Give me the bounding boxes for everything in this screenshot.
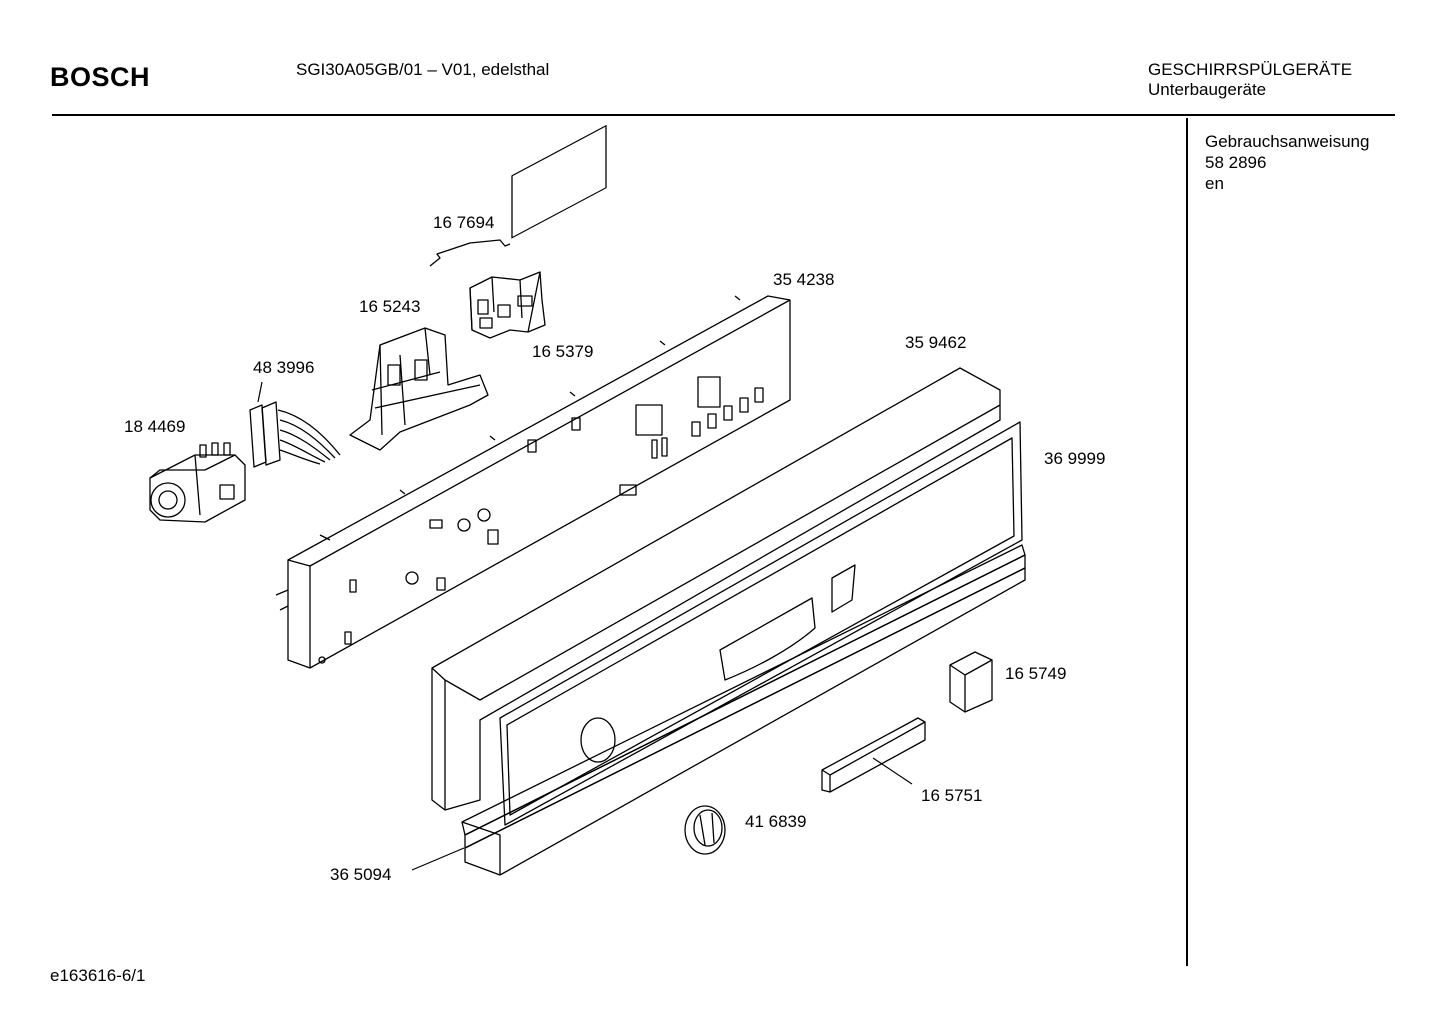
part-gasket[interactable] xyxy=(461,544,1026,876)
part-button-cap[interactable] xyxy=(949,651,993,713)
part-label: 36 9999 xyxy=(1044,449,1105,468)
part-label: 16 5749 xyxy=(1005,664,1066,683)
part-panel-frame[interactable] xyxy=(275,125,791,669)
part-label: 16 7694 xyxy=(433,213,494,232)
part-labels: 16 7694 35 4238 16 5243 16 5379 48 3996 … xyxy=(124,213,1105,884)
part-label: 16 5243 xyxy=(359,297,420,316)
part-fascia-panel[interactable] xyxy=(499,421,1023,826)
doc-language: en xyxy=(1205,174,1224,193)
part-label: 35 9462 xyxy=(905,333,966,352)
part-label: 16 5751 xyxy=(921,786,982,805)
part-label: 18 4469 xyxy=(124,417,185,436)
part-bracket[interactable] xyxy=(349,327,489,451)
header-divider xyxy=(52,114,1395,116)
doc-number: 58 2896 xyxy=(1205,153,1267,172)
part-light-guide[interactable] xyxy=(821,717,926,793)
part-wiring-harness[interactable] xyxy=(249,401,341,468)
part-label: 48 3996 xyxy=(253,358,314,377)
part-switch-block[interactable] xyxy=(469,271,546,339)
part-program-selector[interactable] xyxy=(149,442,246,523)
doc-type: Gebrauchsanweisung xyxy=(1205,132,1370,151)
part-wire-spring[interactable] xyxy=(429,239,511,267)
model-designation: SGI30A05GB/01 – V01, edelsthal xyxy=(296,60,550,79)
category-subtitle: Unterbaugeräte xyxy=(1148,80,1267,99)
category-title: GESCHIRRSPÜLGERÄTE xyxy=(1148,60,1353,79)
drawing-id: e163616-6/1 xyxy=(50,966,146,985)
part-label: 36 5094 xyxy=(330,865,391,884)
sidebar-divider xyxy=(1186,118,1188,966)
part-label: 35 4238 xyxy=(773,270,834,289)
brand-logo: BOSCH xyxy=(50,62,151,92)
part-label: 16 5379 xyxy=(532,342,593,361)
leader-lines xyxy=(257,381,913,871)
part-label: 41 6839 xyxy=(745,812,806,831)
part-knob[interactable] xyxy=(684,805,726,855)
part-cover[interactable] xyxy=(431,367,1001,811)
